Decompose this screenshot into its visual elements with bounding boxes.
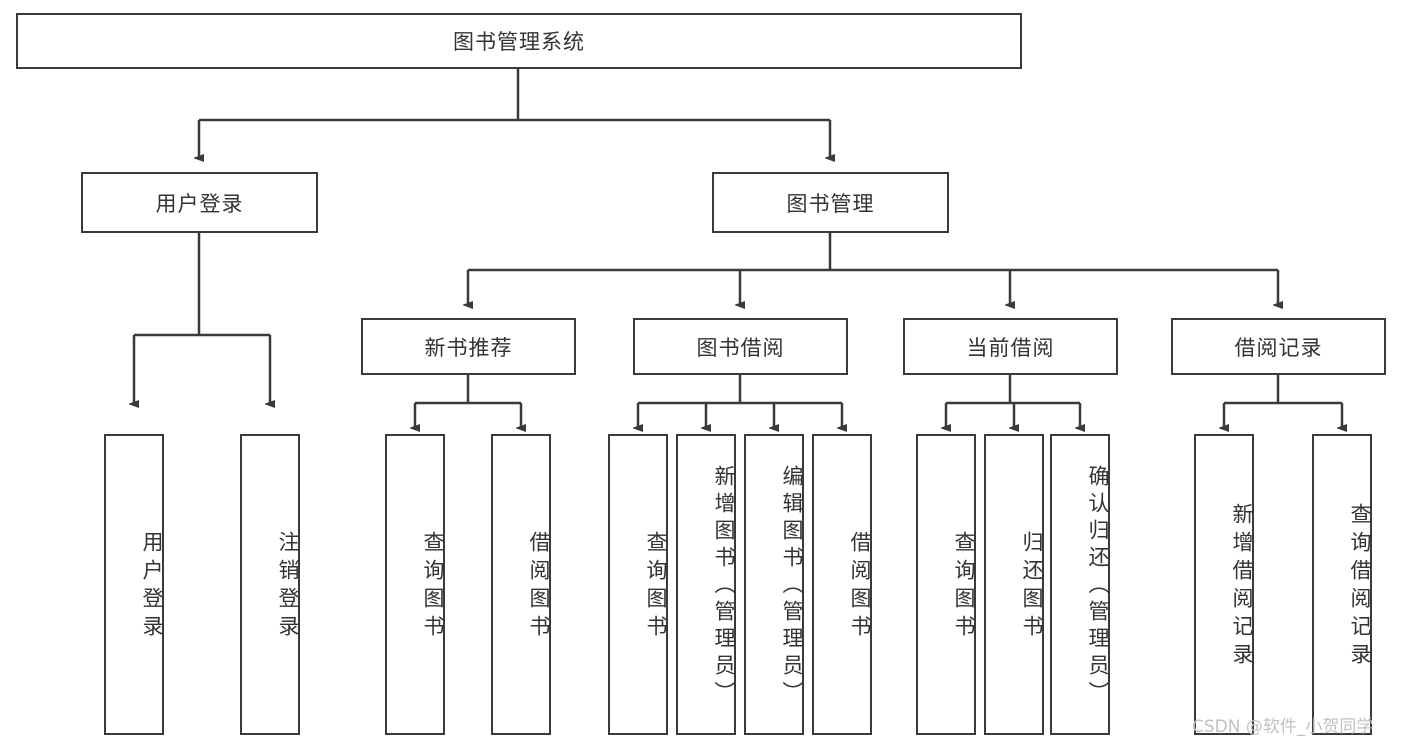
leaf-query-book-current[interactable]: 查询图书	[916, 434, 976, 735]
node-borrow-records[interactable]: 借阅记录	[1171, 318, 1386, 375]
node-label: 借阅图书	[848, 530, 872, 643]
node-label: 新增图书（管理员）	[712, 465, 736, 708]
leaf-return-book[interactable]: 归还图书	[984, 434, 1044, 735]
node-label: 用户登录	[155, 191, 244, 216]
node-label: 借阅记录	[1234, 335, 1323, 360]
node-label: 查询图书	[644, 530, 668, 643]
node-book-borrow[interactable]: 图书借阅	[633, 318, 848, 375]
node-label: 查询图书	[421, 530, 445, 643]
leaf-edit-book-admin[interactable]: 编辑图书（管理员）	[744, 434, 804, 735]
leaf-query-book-borrow[interactable]: 查询图书	[608, 434, 668, 735]
node-label: 借阅图书	[527, 530, 551, 643]
leaf-borrow-book-recommend[interactable]: 借阅图书	[491, 434, 551, 735]
node-root-library-system[interactable]: 图书管理系统	[16, 13, 1022, 69]
node-label: 编辑图书（管理员）	[780, 465, 804, 708]
node-label: 归还图书	[1020, 530, 1044, 643]
node-user-login[interactable]: 用户登录	[81, 172, 318, 233]
node-label: 注销登录	[276, 530, 300, 643]
leaf-borrow-book[interactable]: 借阅图书	[812, 434, 872, 735]
leaf-logout[interactable]: 注销登录	[240, 434, 300, 735]
node-label: 确认归还（管理员）	[1086, 465, 1110, 708]
leaf-user-login[interactable]: 用户登录	[104, 434, 164, 735]
node-label: 图书管理	[786, 191, 875, 216]
node-label: 图书借阅	[696, 335, 785, 360]
node-label: 查询借阅记录	[1348, 502, 1372, 671]
leaf-confirm-return-admin[interactable]: 确认归还（管理员）	[1050, 434, 1110, 735]
leaf-add-borrow-record[interactable]: 新增借阅记录	[1194, 434, 1254, 735]
node-label: 图书管理系统	[453, 30, 585, 54]
node-label: 新书推荐	[424, 335, 513, 360]
leaf-add-book-admin[interactable]: 新增图书（管理员）	[676, 434, 736, 735]
node-label: 用户登录	[140, 530, 164, 643]
node-new-book-recommend[interactable]: 新书推荐	[361, 318, 576, 375]
csdn-watermark: CSDN @软件_小贺同学	[1192, 717, 1374, 737]
leaf-query-book-recommend[interactable]: 查询图书	[385, 434, 445, 735]
leaf-query-borrow-record[interactable]: 查询借阅记录	[1312, 434, 1372, 735]
node-label: 新增借阅记录	[1230, 502, 1254, 671]
node-label: 查询图书	[952, 530, 976, 643]
node-book-management[interactable]: 图书管理	[712, 172, 949, 233]
node-label: 当前借阅	[966, 335, 1055, 360]
node-current-borrow[interactable]: 当前借阅	[903, 318, 1118, 375]
